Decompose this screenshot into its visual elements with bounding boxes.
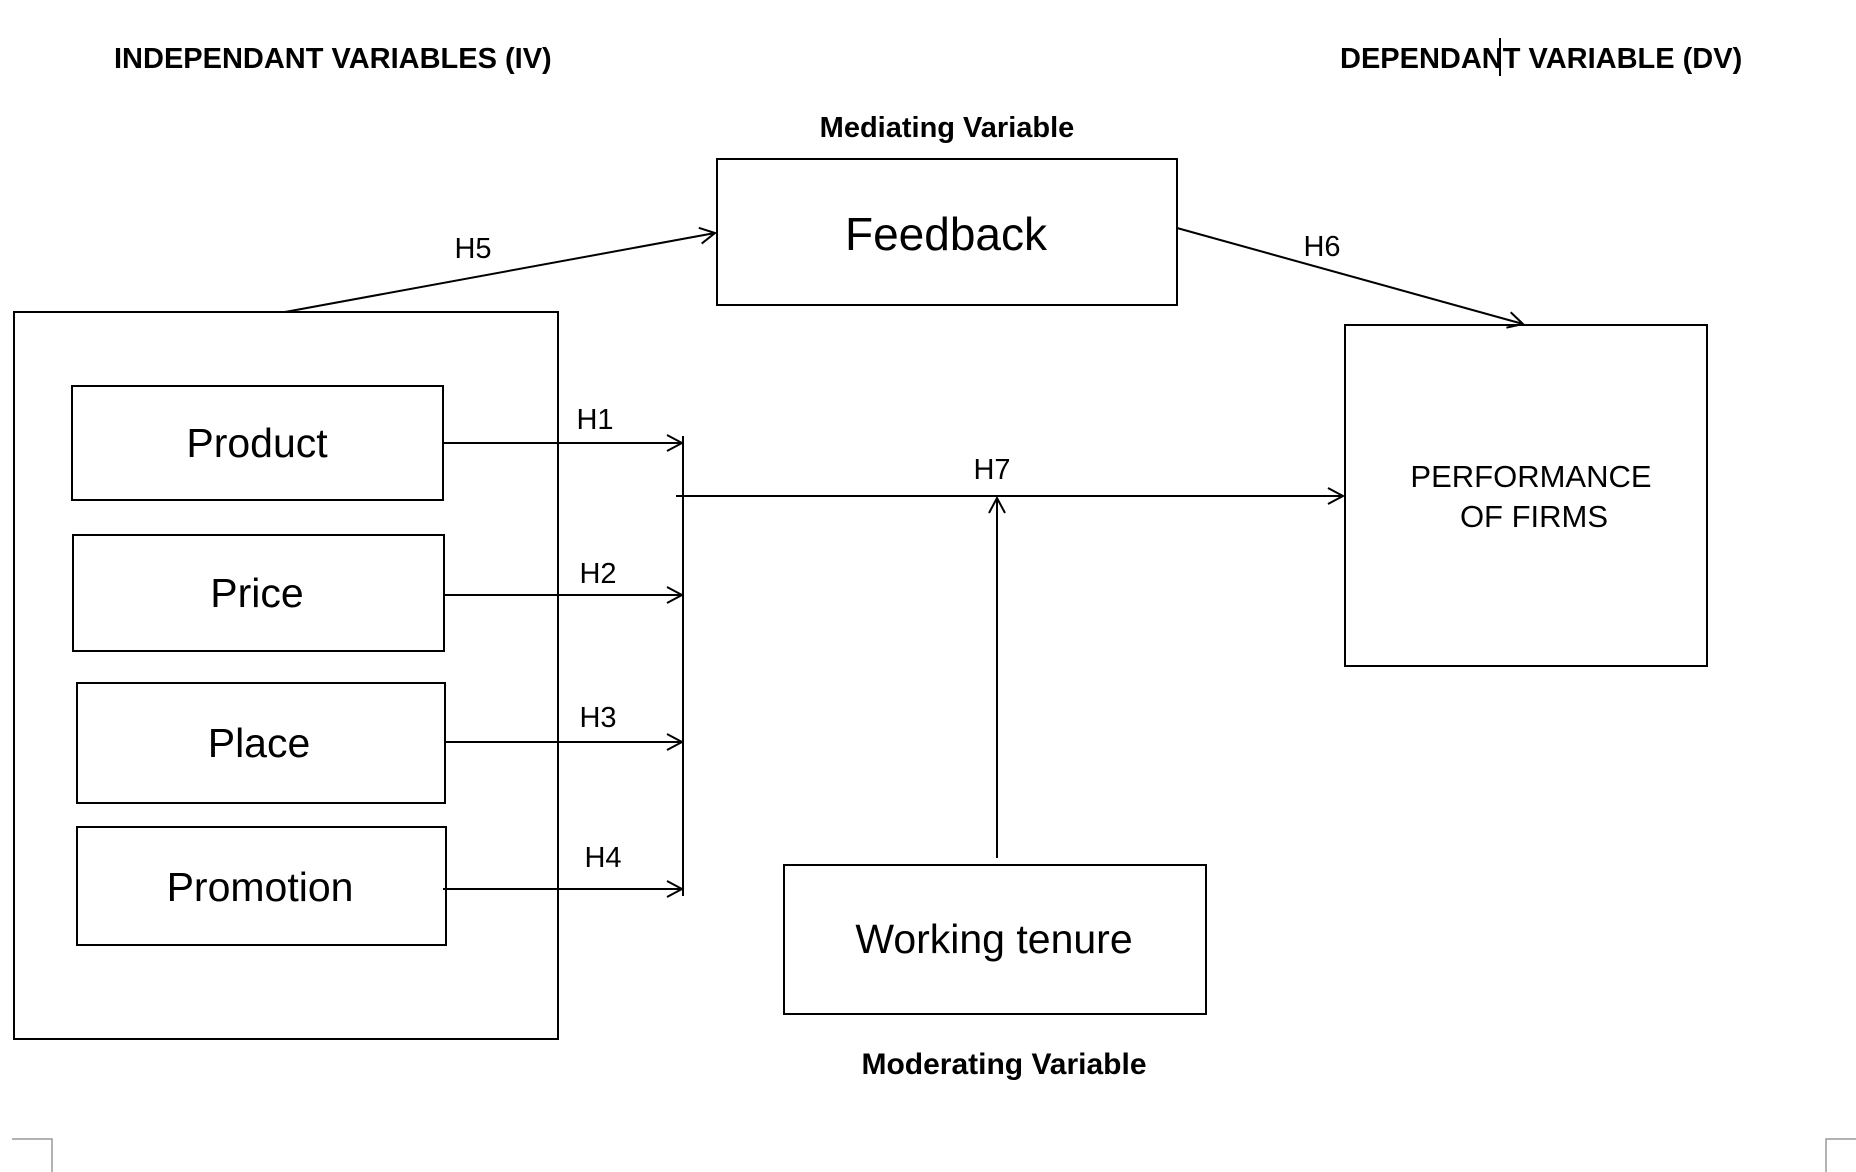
working-tenure-label: Working tenure — [855, 916, 1132, 962]
dependent-variable-header: DEPENDANT VARIABLE (DV) — [1340, 43, 1742, 75]
h6-arrow — [1176, 227, 1526, 329]
h5-arrow — [284, 226, 718, 313]
independent-variables-header: INDEPENDANT VARIABLES (IV) — [114, 43, 552, 75]
price-box — [72, 534, 445, 652]
feedback-label: Feedback — [845, 208, 1048, 260]
page-corner-mark-left — [12, 1138, 53, 1172]
performance-label-line1: PERFORMANCE — [1410, 459, 1651, 494]
h3-label: H3 — [579, 702, 616, 734]
working-tenure-box — [783, 864, 1207, 1015]
performance-label-line2: OF FIRMS — [1460, 499, 1608, 534]
price-label: Price — [210, 570, 303, 616]
h1-label: H1 — [576, 404, 613, 436]
h5-label: H5 — [454, 233, 491, 265]
page-corner-mark-right — [1825, 1138, 1856, 1172]
h7-label: H7 — [973, 454, 1010, 486]
product-label: Product — [186, 420, 328, 466]
moderating-variable-label: Moderating Variable — [861, 1048, 1146, 1081]
h4-label: H4 — [584, 842, 621, 874]
place-label: Place — [208, 720, 311, 766]
promotion-label: Promotion — [167, 864, 354, 910]
performance-of-firms-box — [1344, 324, 1708, 667]
h6-label: H6 — [1303, 231, 1340, 263]
promotion-box — [76, 826, 447, 946]
h2-label: H2 — [579, 558, 616, 590]
mediating-variable-label: Mediating Variable — [820, 112, 1075, 144]
